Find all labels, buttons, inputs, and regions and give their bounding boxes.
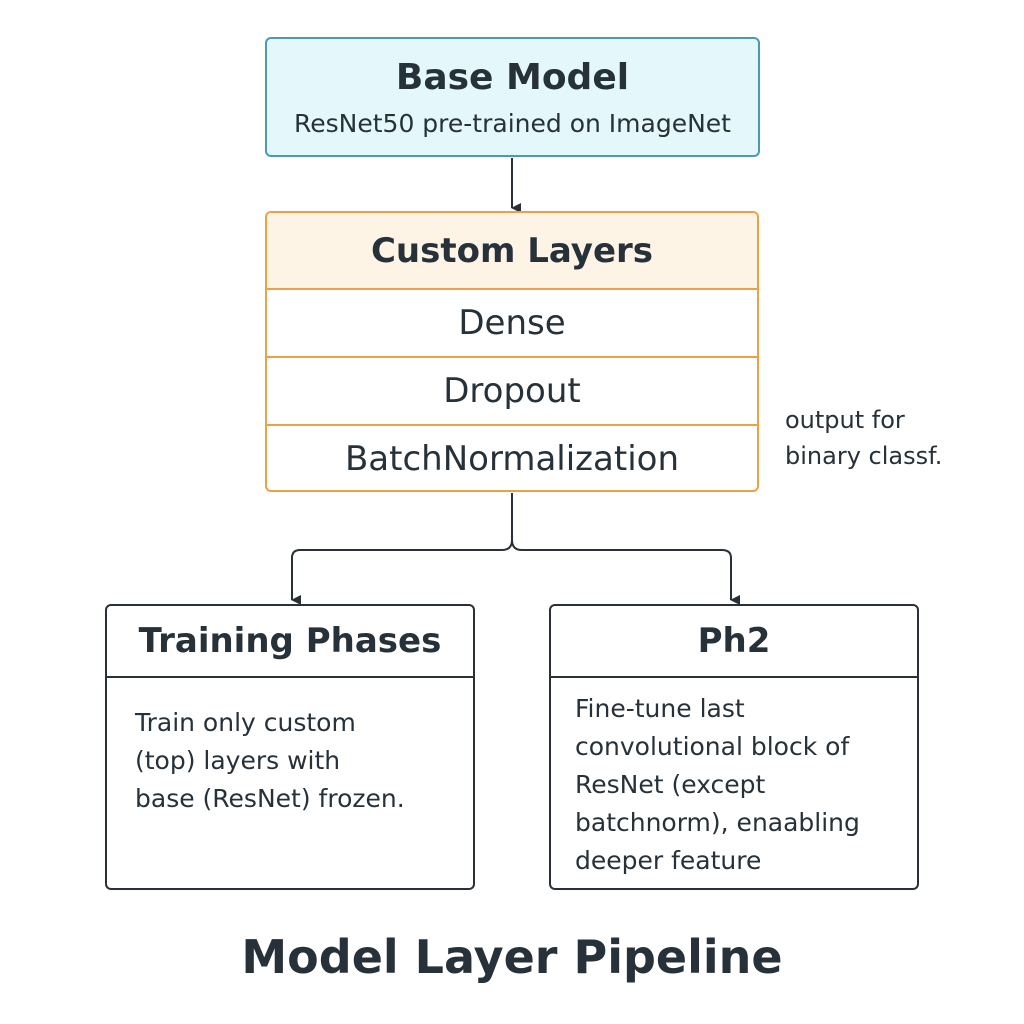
phase2-description: Fine-tune last convolutional block of Re…	[575, 694, 860, 888]
custom-layers-title: Custom Layers	[267, 213, 757, 290]
phase2-title: Ph2	[551, 606, 917, 678]
custom-layers-box: Custom Layers Dense Dropout BatchNormali…	[265, 211, 759, 492]
diagram-title: Model Layer Pipeline	[241, 930, 783, 984]
phase1-box: Training Phases Train only custom (top) …	[105, 604, 475, 890]
layer-row-dropout: Dropout	[267, 358, 757, 426]
base-model-box: Base Model ResNet50 pre-trained on Image…	[265, 37, 760, 157]
arrow-custom-to-phases	[291, 493, 513, 605]
base-model-subtitle: ResNet50 pre-trained on ImageNet	[294, 109, 731, 138]
arrow-custom-to-ph2	[511, 539, 740, 605]
layer-row-dense: Dense	[267, 290, 757, 358]
phase1-title: Training Phases	[107, 606, 473, 678]
output-note: output for binary classf.	[785, 406, 943, 470]
layer-row-batchnorm: BatchNormalization	[344, 439, 679, 479]
base-model-title: Base Model	[395, 57, 630, 98]
phase2-box: Ph2 Fine-tune last convolutional block o…	[549, 604, 919, 890]
phase1-description: Train only custom (top) layers with base…	[135, 708, 405, 813]
